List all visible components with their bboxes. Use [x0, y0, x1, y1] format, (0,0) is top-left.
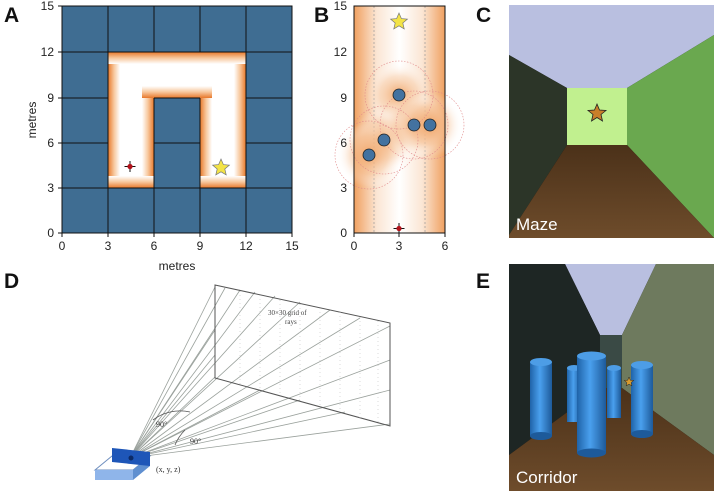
corridor-ytick: 9 [340, 91, 347, 105]
maze-sky [509, 5, 714, 88]
maze-axis-ticks [58, 5, 293, 237]
corridor-floor [509, 388, 714, 491]
goal-star-icon [623, 376, 635, 387]
corridor-xtick: 0 [351, 239, 358, 253]
maze-left-wall [509, 55, 567, 235]
goal-star-icon [389, 12, 409, 30]
maze-xtick: 6 [151, 239, 158, 253]
panel-label-b: B [314, 4, 330, 27]
corridor-ytick: 12 [334, 45, 348, 59]
pillar [577, 351, 606, 458]
corridor-sky [565, 264, 656, 335]
corridor-xtick: 3 [396, 239, 403, 253]
pillar-marker [392, 88, 406, 102]
maze-ytick: 6 [47, 136, 54, 150]
maze-first-person-view: Maze [509, 5, 714, 238]
pillar-radius-circles [334, 60, 465, 190]
maze-wall-area [62, 6, 292, 233]
maze-xtick: 9 [197, 239, 204, 253]
maze-ytick: 3 [47, 181, 54, 195]
camera-position-label: (x, y, z) [156, 465, 181, 474]
corridor-right-wall [622, 264, 714, 455]
corridor-ytick: 3 [340, 181, 347, 195]
start-marker [393, 223, 405, 234]
panel-label-a: A [4, 4, 20, 27]
vertical-fov-label: 90° [156, 420, 167, 429]
pillar-marker [407, 118, 421, 132]
start-marker [124, 161, 136, 172]
corridor-ytick: 15 [334, 0, 348, 13]
maze-ytick: 12 [41, 45, 55, 59]
maze-xtick: 3 [105, 239, 112, 253]
pillar-marker [423, 118, 437, 132]
maze-ytick: 15 [41, 0, 55, 13]
maze-map: 0 3 6 9 12 15 15 12 9 6 3 0 metres metre… [25, 0, 299, 273]
pillar [530, 358, 552, 440]
maze-xlabel: metres [159, 259, 196, 273]
maze-ytick: 0 [47, 226, 54, 240]
corridor-scene-label: Corridor [516, 468, 578, 487]
pillar [607, 365, 621, 418]
maze-xtick: 0 [59, 239, 66, 253]
maze-ylabel: metres [25, 102, 39, 139]
camera-ray-diagram: 30×30 grid of rays 90° 90° (x, y, z) [93, 284, 391, 480]
corridor-ytick: 6 [340, 136, 347, 150]
corridor-xtick: 6 [442, 239, 449, 253]
camera-icon [93, 448, 152, 480]
pillar-marker [362, 148, 376, 162]
pillar-marker [377, 133, 391, 147]
maze-scene-label: Maze [516, 215, 558, 234]
ray-grid-note: 30×30 grid of [268, 309, 307, 317]
maze-right-wall [627, 35, 714, 238]
maze-path [108, 52, 246, 188]
corridor-ytick: 0 [340, 226, 347, 240]
maze-xtick: 15 [285, 239, 299, 253]
corridor-pillars [530, 351, 653, 458]
panel-label-c: C [476, 4, 492, 27]
panel-label-e: E [476, 270, 491, 293]
corridor-map: 0 3 6 15 12 9 6 3 0 [334, 0, 465, 253]
panel-label-d: D [4, 270, 20, 293]
pillar [631, 361, 653, 438]
maze-floor [509, 145, 714, 238]
maze-xtick: 12 [239, 239, 253, 253]
corridor-first-person-view: Corridor [509, 264, 714, 491]
ray-grid-note: rays [285, 318, 297, 326]
ray-lines [129, 286, 391, 459]
maze-grid [61, 5, 293, 234]
corridor-axis-ticks [353, 233, 446, 237]
maze-ytick: 9 [47, 91, 54, 105]
pillar-markers [362, 88, 437, 162]
image-plane [214, 284, 391, 427]
horizontal-fov-label: 90° [190, 437, 201, 446]
goal-star-icon [211, 158, 231, 176]
goal-star-icon [586, 102, 608, 122]
